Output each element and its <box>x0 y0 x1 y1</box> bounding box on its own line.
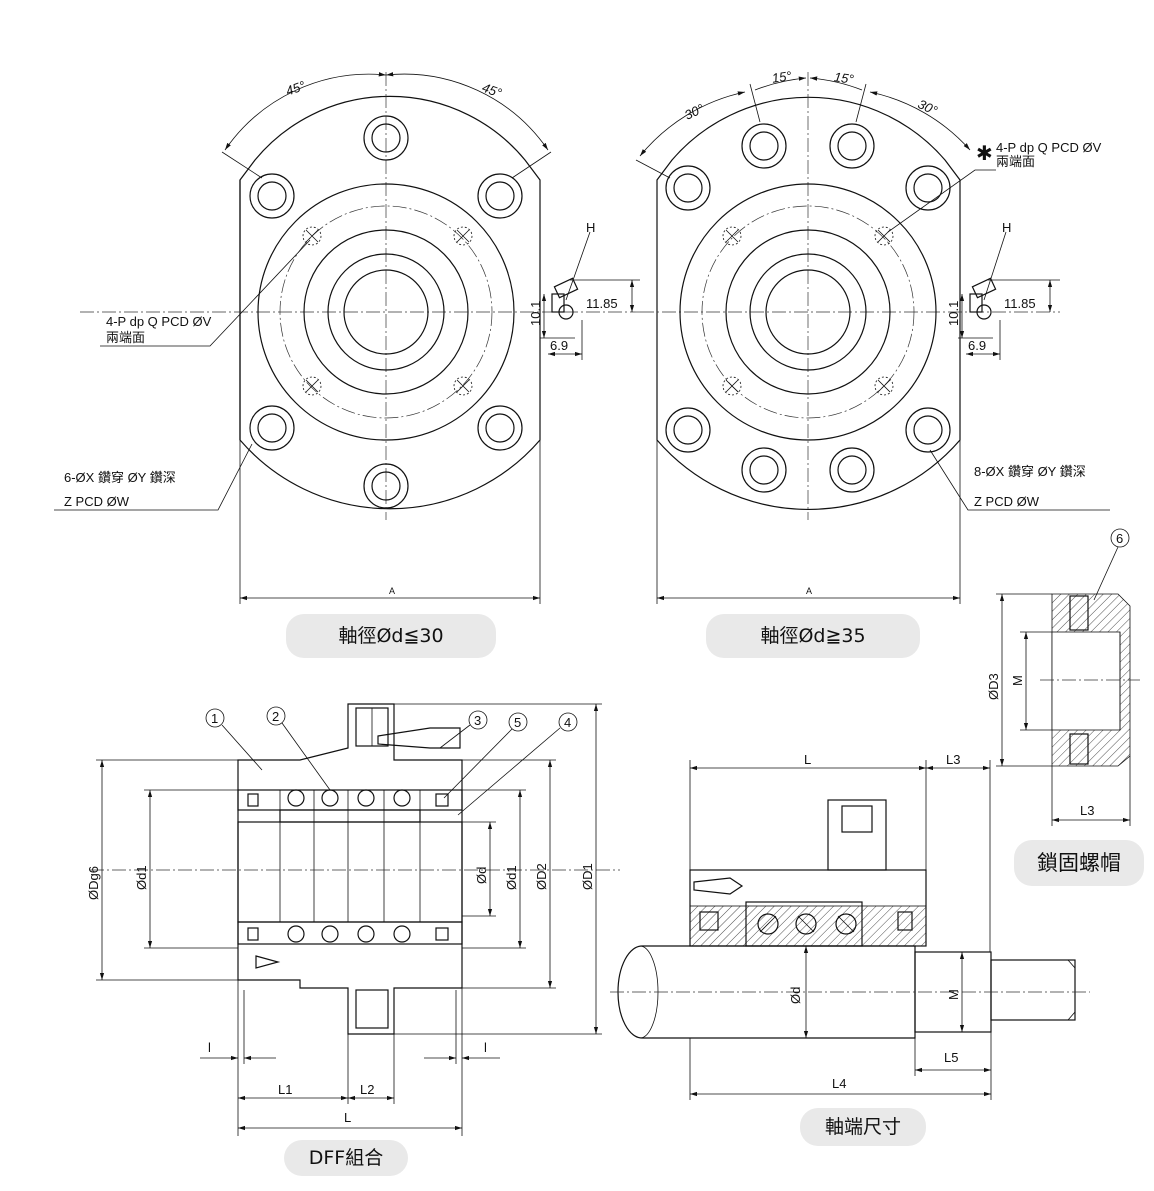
dim-d1-right: Ød1 <box>504 865 519 890</box>
dim-10-1: 10.1 <box>528 301 543 326</box>
shaft-dim-M: M <box>946 989 961 1000</box>
tapped-holes-4 <box>302 226 473 396</box>
dim-l-right: l <box>484 1040 487 1055</box>
caption-dff: DFF組合 <box>284 1140 408 1176</box>
dim-L1: L1 <box>278 1082 292 1097</box>
dim-11-85-large: 11.85 <box>1004 296 1036 311</box>
tapped-holes-4-large <box>722 226 894 396</box>
angle-label-right: 45° <box>480 80 504 101</box>
flange-bolt-bottom <box>355 989 389 1029</box>
angle-label-left: 45° <box>284 78 308 99</box>
dim-A: A <box>389 586 395 596</box>
shaft-journal <box>990 959 1076 1021</box>
balloon-1: 1 <box>205 708 263 771</box>
nut-dim-L3: L3 <box>1080 803 1094 818</box>
shaft-dim-d: Ød <box>788 987 803 1004</box>
shaft-bearing-assembly <box>689 799 927 947</box>
nut-dim-M: M <box>1010 675 1025 686</box>
dim-6-9-large: 6.9 <box>968 338 986 353</box>
dim-D1: ØD1 <box>580 863 595 890</box>
front-view-large: 30° 15° 15° 30° ✱ 4-P dp Q PCD ØV 兩端面 H … <box>635 68 1110 604</box>
dim-D2: ØD2 <box>534 863 549 890</box>
shaft-end-view: L L3 Ød M L5 L4 <box>610 752 1090 1100</box>
bore-outer <box>327 253 445 371</box>
pcd-label-large: Z PCD ØW <box>974 494 1040 509</box>
asterisk-mark: ✱ <box>976 143 993 165</box>
svg-text:1: 1 <box>211 711 218 726</box>
svg-text:2: 2 <box>272 709 279 724</box>
lock-nut-view: 6 ØD3 M L3 <box>986 528 1140 826</box>
inner-sleeve <box>237 821 463 923</box>
grease-nipple-large <box>969 277 997 320</box>
svg-text:3: 3 <box>474 713 481 728</box>
balloon-5: 5 <box>443 712 528 799</box>
caption-small-shaft: 軸徑Ød≦30 <box>286 614 496 658</box>
caption-lock-nut: 鎖固螺帽 <box>1014 840 1144 886</box>
balloon-4: 4 <box>457 712 578 816</box>
bearing-row-bottom <box>237 921 463 945</box>
angle-15-right: 15° <box>833 69 855 87</box>
hub-circle-outer <box>257 183 515 441</box>
tap-label-line1: 4-P dp Q PCD ØV <box>106 314 212 329</box>
dim-l-left: l <box>208 1040 211 1055</box>
tap-label-large-line2: 兩端面 <box>996 154 1035 169</box>
flange-outline <box>239 95 541 510</box>
angle-15-left: 15° <box>771 68 793 86</box>
dim-L: L <box>344 1110 351 1125</box>
grease-label-large: H <box>1002 220 1011 235</box>
shaft-dim-L3: L3 <box>946 752 960 767</box>
pcd-tap-circle <box>279 205 493 419</box>
hole-label-large: 8-ØX 鑽穿 ØY 鑽深 <box>974 464 1086 479</box>
dim-d1-left: Ød1 <box>134 865 149 890</box>
tap-label-line2: 兩端面 <box>106 330 145 345</box>
shaft-dim-L4: L4 <box>832 1076 846 1091</box>
housing-outline <box>237 703 463 1035</box>
section-view-dff: 1 2 3 5 4 ØDg6 Ød1 Ød Ød1 ØD2 ØD1 l <box>86 703 620 1136</box>
grease-nipple <box>551 277 579 320</box>
dim-11-85: 11.85 <box>586 296 618 311</box>
bore-inner <box>343 269 429 355</box>
dim-d: Ød <box>474 867 489 884</box>
caption-shaft-end: 軸端尺寸 <box>800 1108 926 1146</box>
angle-30-left: 30° <box>682 101 706 123</box>
bearing-row-top <box>237 789 463 922</box>
balloon-2: 2 <box>266 706 331 791</box>
balloon-3: 3 <box>439 710 488 749</box>
shaft-dim-L: L <box>804 752 811 767</box>
dim-6-9: 6.9 <box>550 338 568 353</box>
dim-Dg6: ØDg6 <box>86 866 101 900</box>
svg-text:5: 5 <box>514 715 521 730</box>
hole-label: 6-ØX 鑽穿 ØY 鑽深 <box>64 470 176 485</box>
caption-large-shaft: 軸徑Ød≧35 <box>706 614 920 658</box>
svg-text:4: 4 <box>564 715 571 730</box>
set-screw <box>377 727 461 749</box>
hub-circle <box>303 229 469 395</box>
front-view-small: 45° 45° H 11.85 10.1 6.9 4-P dp Q PCD ØV… <box>54 72 640 604</box>
dim-10-1-large: 10.1 <box>946 301 961 326</box>
grease-label: H <box>586 220 595 235</box>
tap-label-large-line1: 4-P dp Q PCD ØV <box>996 140 1102 155</box>
shaft-dim-L5: L5 <box>944 1050 958 1065</box>
dim-L2: L2 <box>360 1082 374 1097</box>
dim-A-large: A <box>806 586 812 596</box>
balloon-6: 6 <box>1116 531 1123 546</box>
angle-30-right: 30° <box>916 96 940 118</box>
pcd-label: Z PCD ØW <box>64 494 130 509</box>
nut-dim-D3: ØD3 <box>986 673 1001 700</box>
